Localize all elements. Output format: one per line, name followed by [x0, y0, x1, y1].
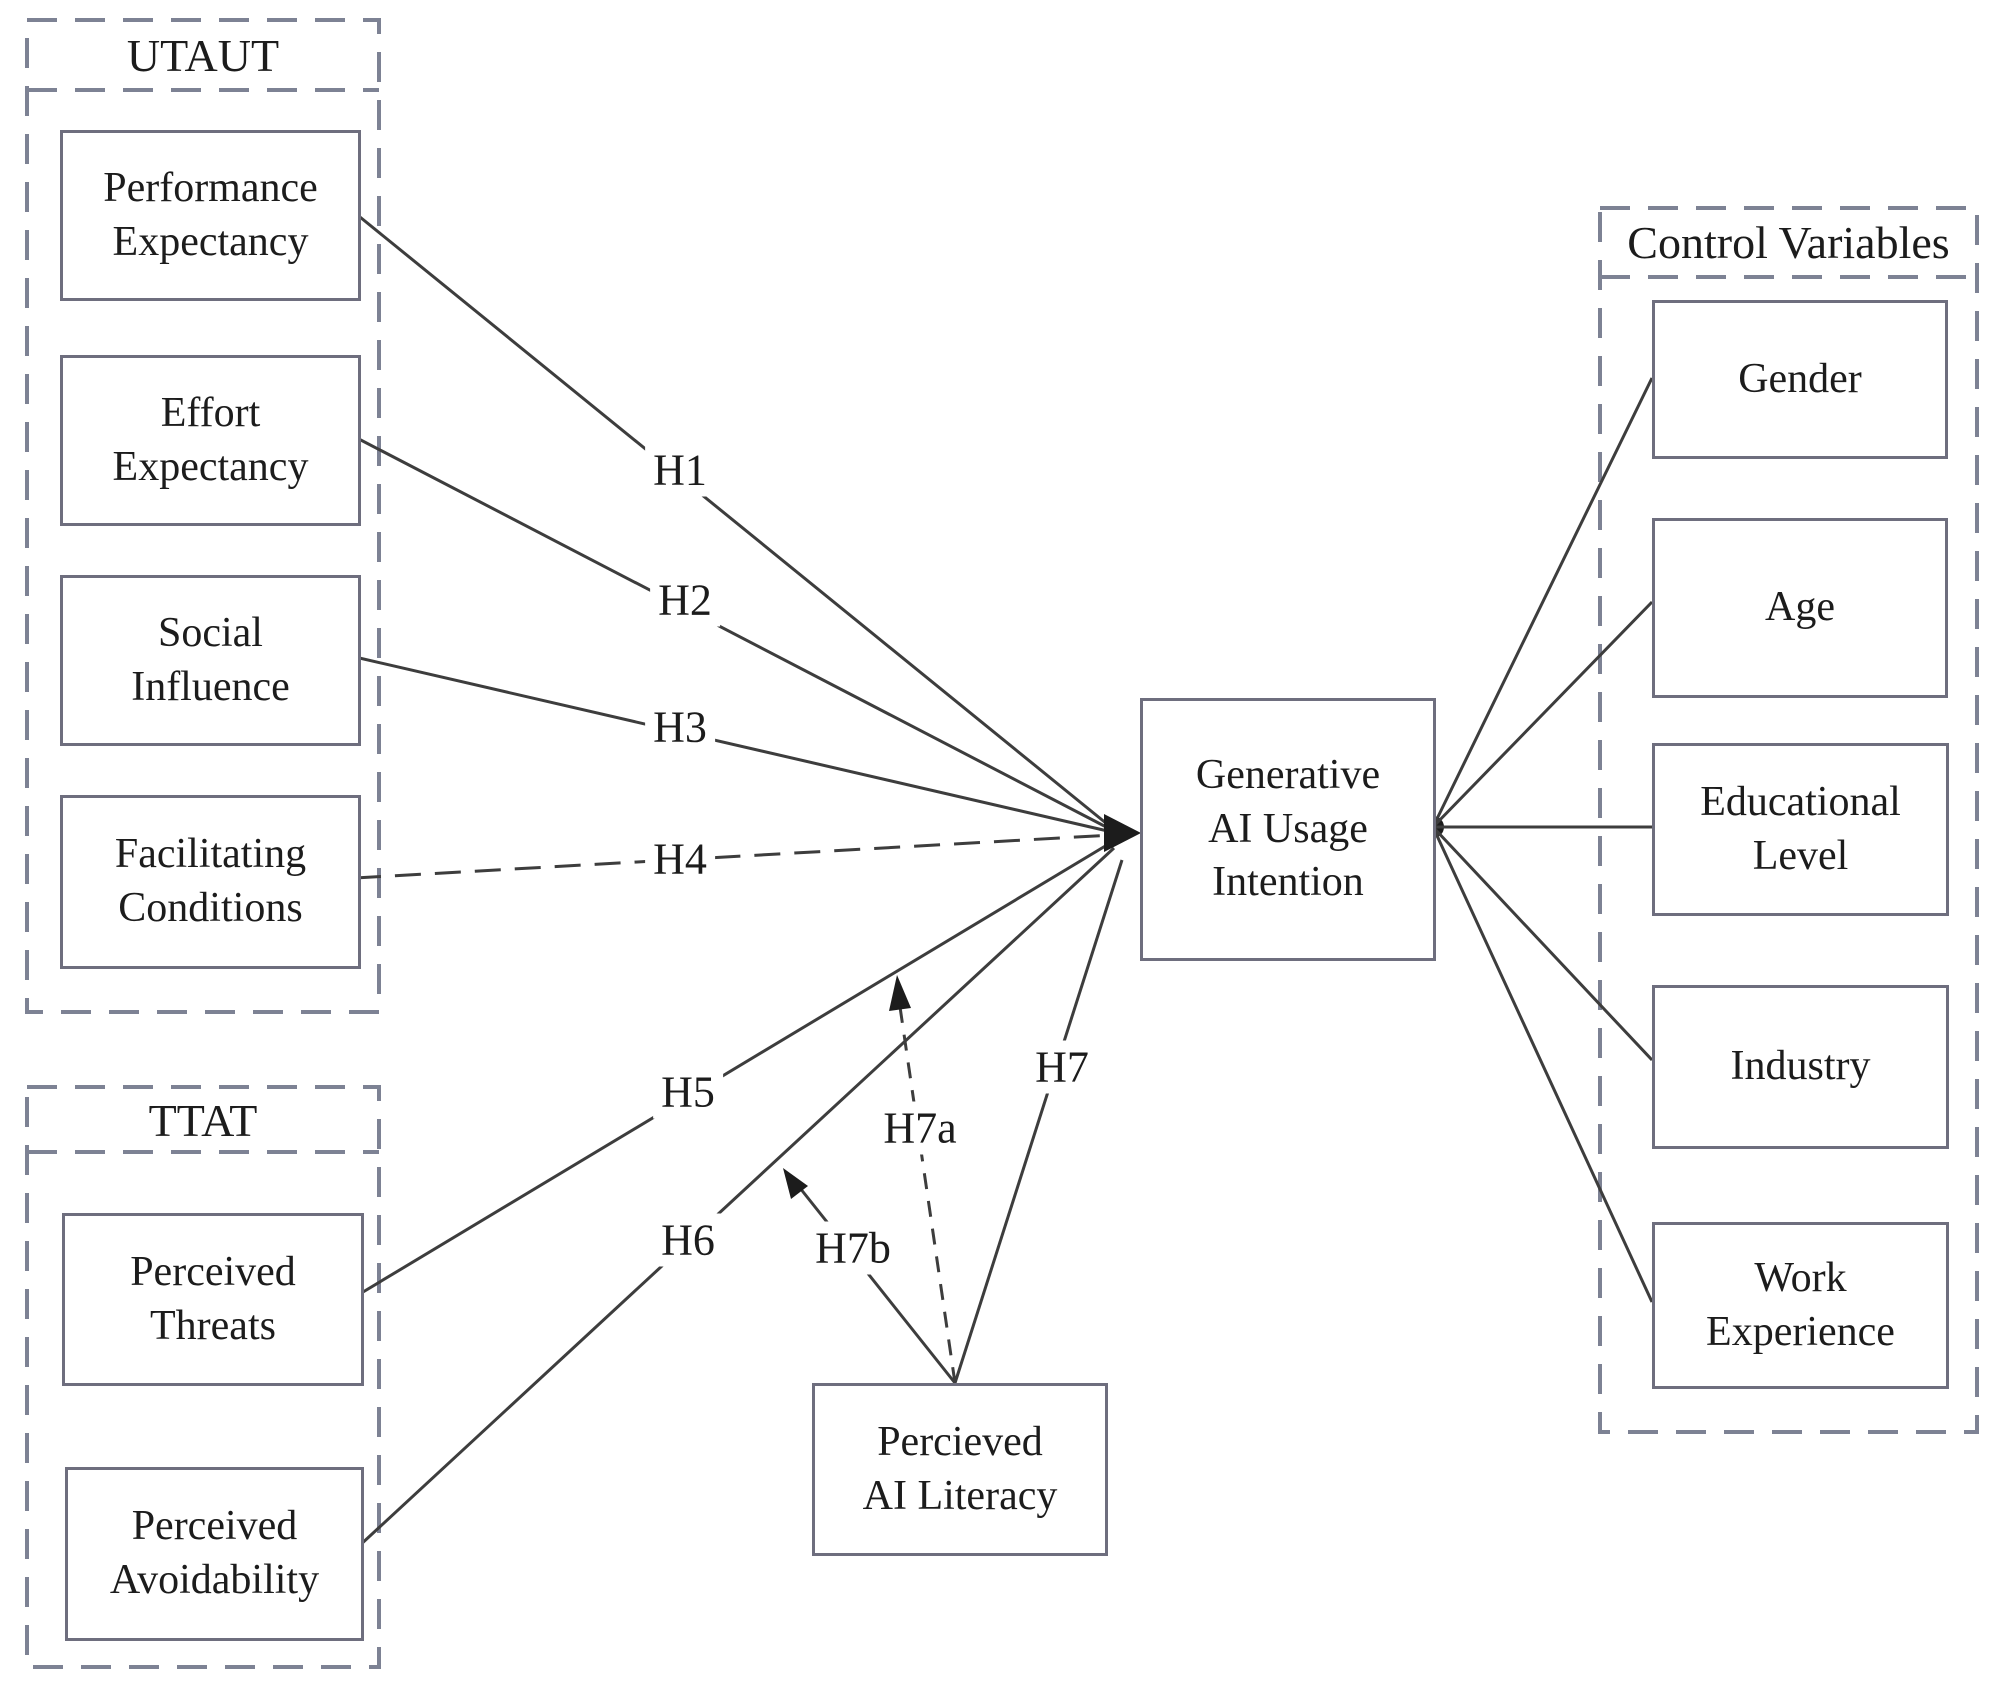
hypothesis-label-h1: H1 [645, 443, 715, 497]
node-perceived-avoidability: Perceived Avoidability [65, 1467, 364, 1641]
edge-h7-line [953, 859, 1124, 1384]
edge-h2-line [354, 435, 1113, 832]
hypothesis-label-h7a: H7a [875, 1101, 965, 1155]
node-social-influence: Social Influence [60, 575, 361, 746]
control-edge-work-experience-line [1431, 826, 1654, 1303]
node-facilitating-conditions: Facilitating Conditions [60, 795, 361, 969]
node-age: Age [1652, 518, 1948, 698]
control-edge-age-line [1431, 600, 1654, 829]
edge-h1-line [354, 211, 1113, 830]
intention-arrowhead-icon [1104, 814, 1141, 852]
edge-h7a-arrowhead-icon [889, 975, 911, 1011]
control-edge-industry-line [1431, 825, 1654, 1062]
control-edge-gender-line [1431, 377, 1654, 828]
node-perceived-threats: Perceived Threats [62, 1213, 364, 1386]
edge-h6-line [356, 846, 1116, 1549]
hypothesis-label-h3: H3 [645, 700, 715, 754]
node-educational-level: Educational Level [1652, 743, 1949, 916]
hypothesis-label-h6: H6 [653, 1213, 723, 1267]
group-control-variables-title: Control Variables [1627, 216, 1950, 268]
hypothesis-label-h2: H2 [650, 573, 720, 627]
hypothesis-label-h7b: H7b [807, 1221, 899, 1275]
node-percieved-ai-literacy: Percieved AI Literacy [812, 1383, 1108, 1556]
node-effort-expectancy: Effort Expectancy [60, 355, 361, 526]
node-industry: Industry [1652, 985, 1949, 1149]
hypothesis-label-h4: H4 [645, 832, 715, 886]
edge-h5-line [357, 840, 1113, 1297]
group-utaut-title: UTAUT [126, 29, 280, 81]
node-gender: Gender [1652, 300, 1948, 459]
hypothesis-label-h5: H5 [653, 1065, 723, 1119]
edge-h4-line [354, 833, 1113, 880]
hypothesis-label-h7: H7 [1027, 1040, 1097, 1094]
control-group-frame [1598, 206, 1979, 1434]
node-work-experience: Work Experience [1652, 1222, 1949, 1389]
edge-h7b-arrowhead-icon [783, 1168, 808, 1199]
node-performance-expectancy: Performance Expectancy [60, 130, 361, 301]
edge-h7a-line [897, 999, 957, 1384]
ttat-group-frame [25, 1085, 381, 1669]
edge-h7b-line [794, 1182, 957, 1384]
edge-h3-line [354, 655, 1113, 834]
group-ttat-title: TTAT [148, 1094, 258, 1146]
node-generative-ai-usage-intention: Generative AI Usage Intention [1140, 698, 1436, 961]
